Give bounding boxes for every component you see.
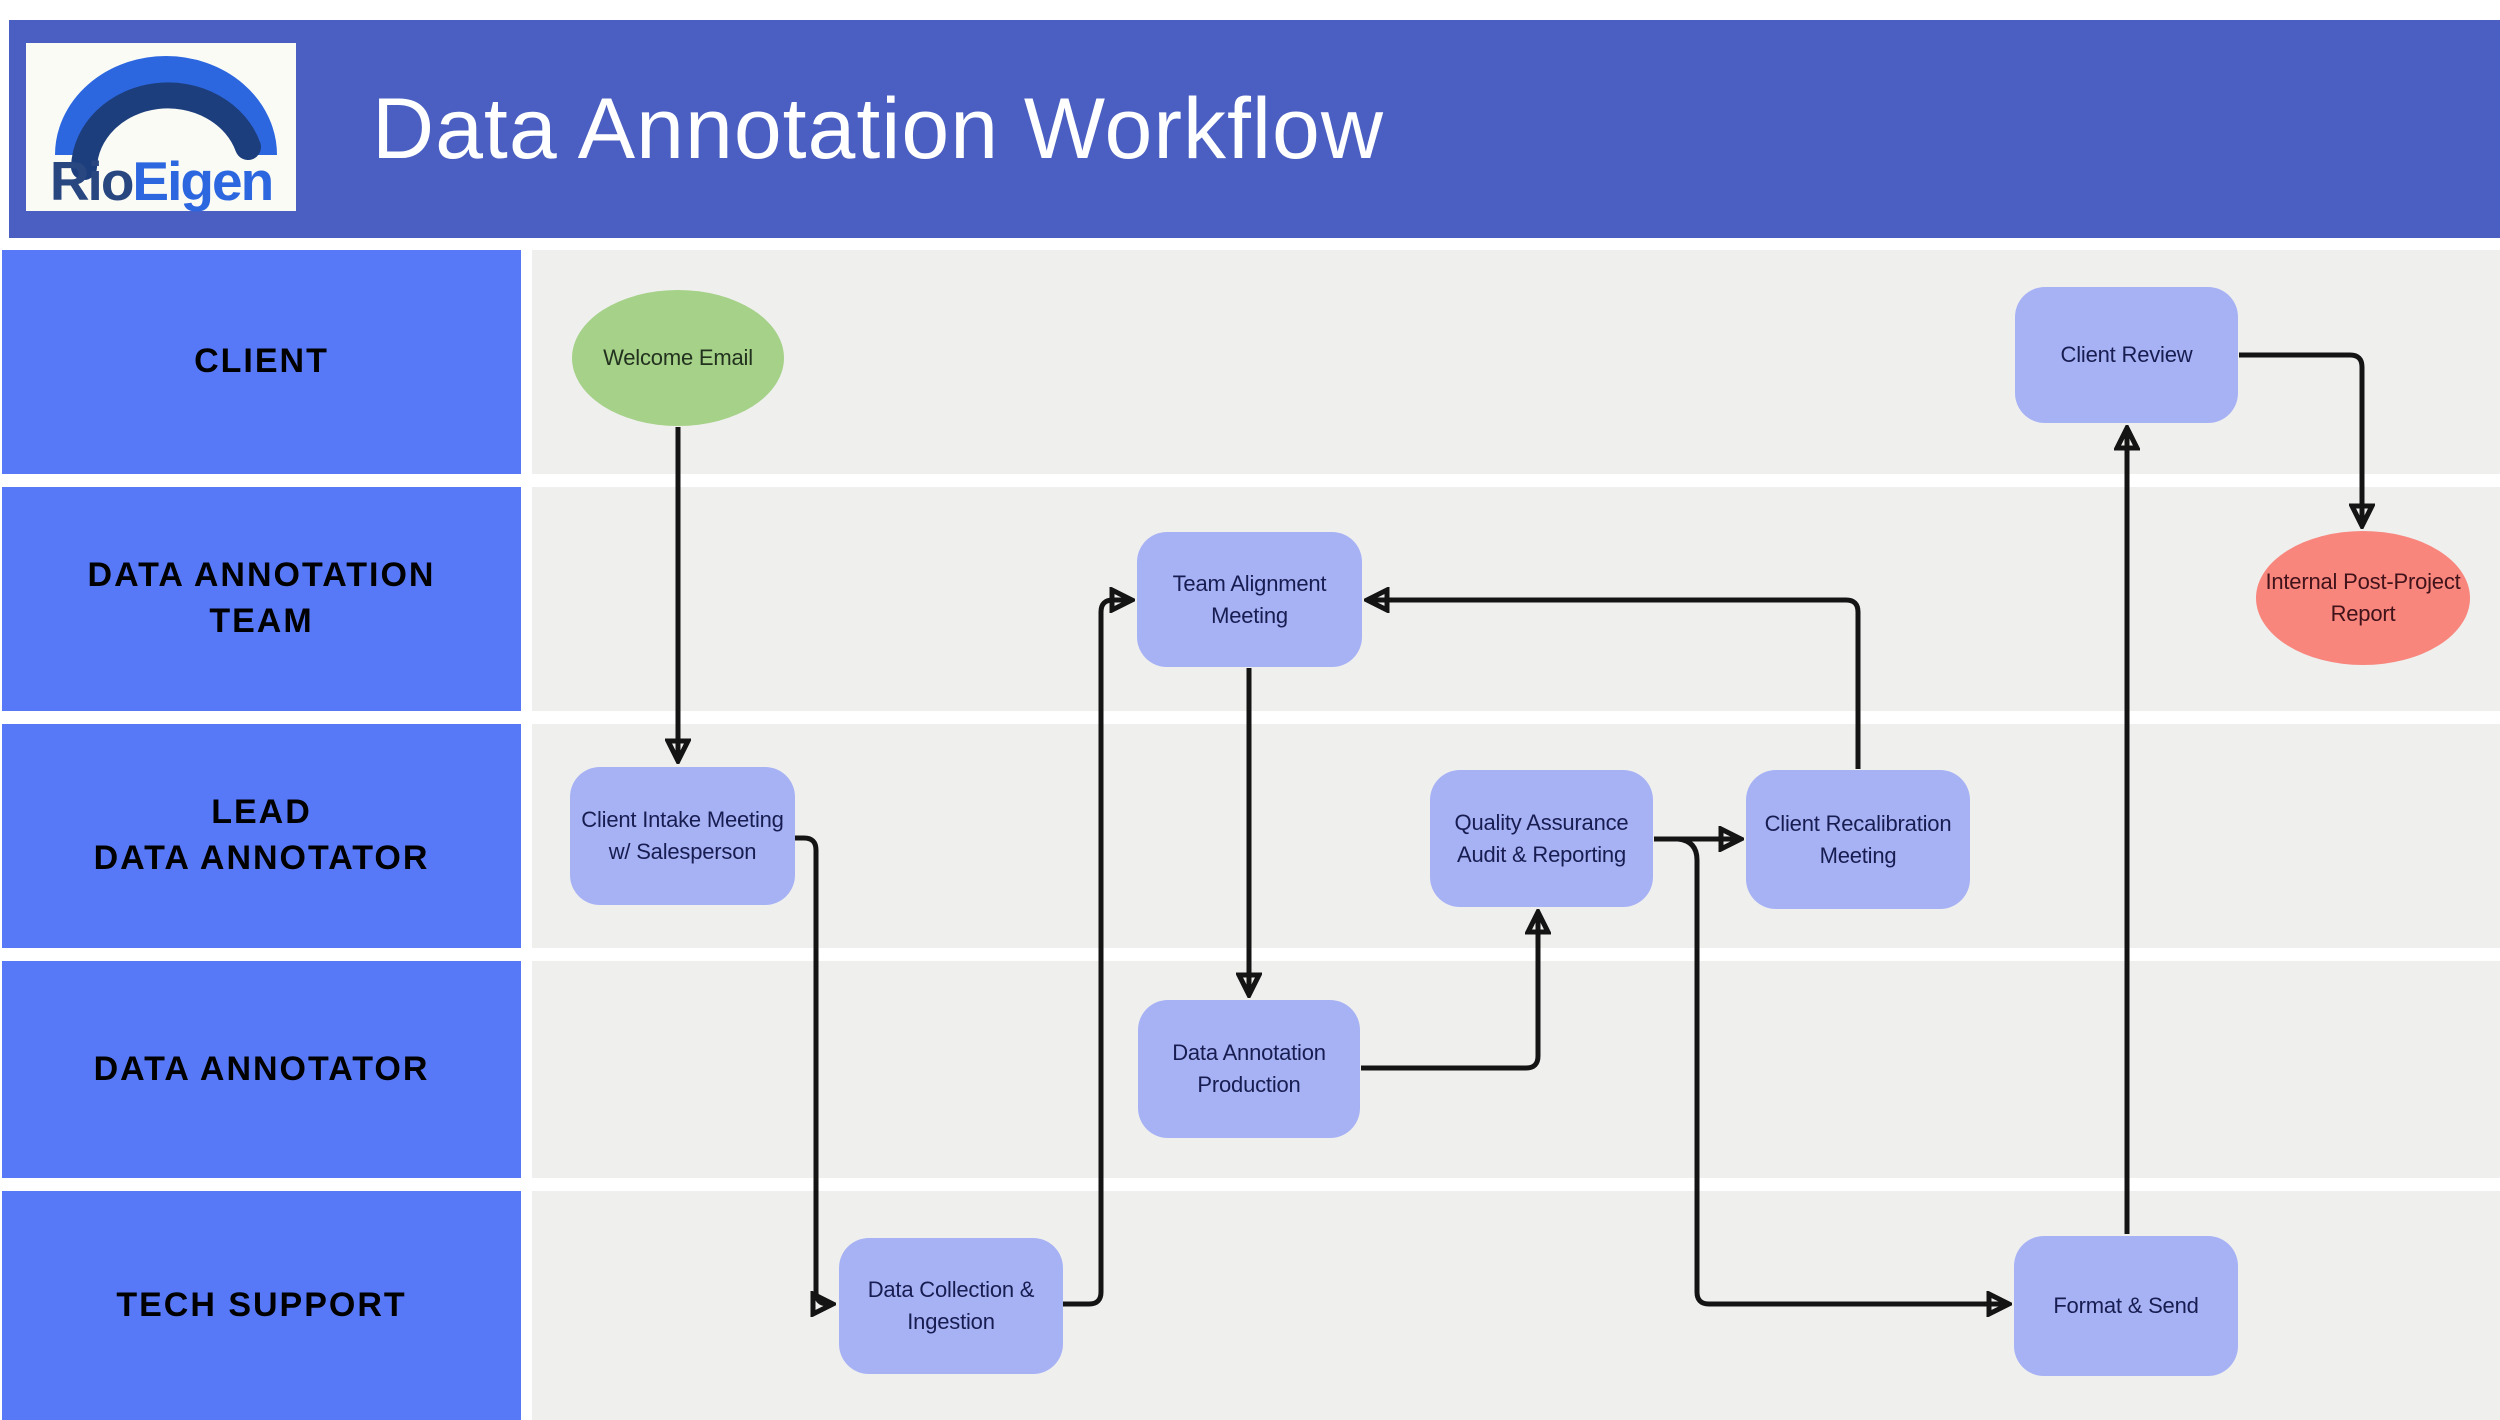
node-label: Internal Post-Project <box>2265 569 2461 595</box>
node-client-recalibration-meeting: Client Recalibration Meeting <box>1746 770 1970 909</box>
swimlane-label-tech-support: TECH SUPPORT <box>2 1191 521 1420</box>
brand-text: RioEigen <box>26 154 296 209</box>
edge-review-to-report <box>2239 352 2362 525</box>
node-label: Report <box>2330 601 2396 626</box>
node-label: Client Review <box>2060 342 2193 368</box>
node-label: Client Recalibration <box>1764 810 1952 836</box>
swimlane-label-text: DATA ANNOTATOR <box>93 839 430 877</box>
node-label: Data Collection & <box>867 1277 1035 1303</box>
node-label: Ingestion <box>907 1309 995 1334</box>
edge-intake-to-collection <box>795 835 832 1304</box>
brand-text-primary: Rio <box>49 150 135 212</box>
node-data-annotation-production: Data Annotation Production <box>1138 1000 1360 1138</box>
arch-logo-icon <box>55 56 277 180</box>
edge-collection-to-alignment <box>1063 600 1131 1307</box>
node-label: Audit & Reporting <box>1456 841 1627 867</box>
node-label: Team Alignment <box>1172 570 1327 596</box>
swimlane-label-text: CLIENT <box>194 342 329 381</box>
node-data-collection-ingestion: Data Collection & Ingestion <box>839 1238 1063 1374</box>
swimlane-label-client: CLIENT <box>2 250 521 474</box>
swimlane-label-lead-data-annotator: LEAD DATA ANNOTATOR <box>2 724 521 948</box>
page-header: RioEigen Data Annotation Workflow <box>9 20 2500 238</box>
node-label: w/ Salesperson <box>608 839 757 864</box>
swimlane-label-text: TEAM <box>209 602 314 640</box>
node-client-intake-meeting: Client Intake Meeting w/ Salesperson <box>570 767 795 905</box>
node-team-alignment-meeting: Team Alignment Meeting <box>1137 532 1362 667</box>
node-format-send: Format & Send <box>2014 1236 2238 1376</box>
brand-logo: RioEigen <box>26 43 296 211</box>
node-quality-assurance-audit: Quality Assurance Audit & Reporting <box>1430 770 1653 907</box>
swimlane-label-text: TECH SUPPORT <box>116 1285 407 1324</box>
node-label: Meeting <box>1211 602 1288 628</box>
node-client-review: Client Review <box>2015 287 2238 423</box>
edge-recalibration-to-alignment <box>1368 600 1861 769</box>
swimlane-label-text: DATA ANNOTATOR <box>93 1049 430 1088</box>
node-label: Production <box>1197 1072 1301 1097</box>
swimlane-label-data-annotation-team: DATA ANNOTATION TEAM <box>2 487 521 711</box>
edge-qa-to-format <box>1677 836 2008 1304</box>
brand-text-secondary: Eigen <box>132 150 274 212</box>
node-label: Client Intake Meeting <box>581 807 784 833</box>
node-label: Meeting <box>1819 842 1897 868</box>
edge-production-to-qa <box>1361 913 1538 1071</box>
swimlane-label-data-annotator: DATA ANNOTATOR <box>2 961 521 1178</box>
node-label: Data Annotation <box>1172 1040 1326 1066</box>
page-title: Data Annotation Workflow <box>372 80 1384 177</box>
node-label: Welcome Email <box>603 345 753 371</box>
swimlane-label-text: LEAD <box>211 793 312 832</box>
node-label: Format & Send <box>2053 1293 2199 1319</box>
node-internal-post-project-report: Internal Post-Project Report <box>2256 531 2470 665</box>
node-label: Quality Assurance <box>1454 809 1629 835</box>
swimlane-label-text: DATA ANNOTATION <box>87 556 436 595</box>
node-welcome-email: Welcome Email <box>572 290 784 426</box>
